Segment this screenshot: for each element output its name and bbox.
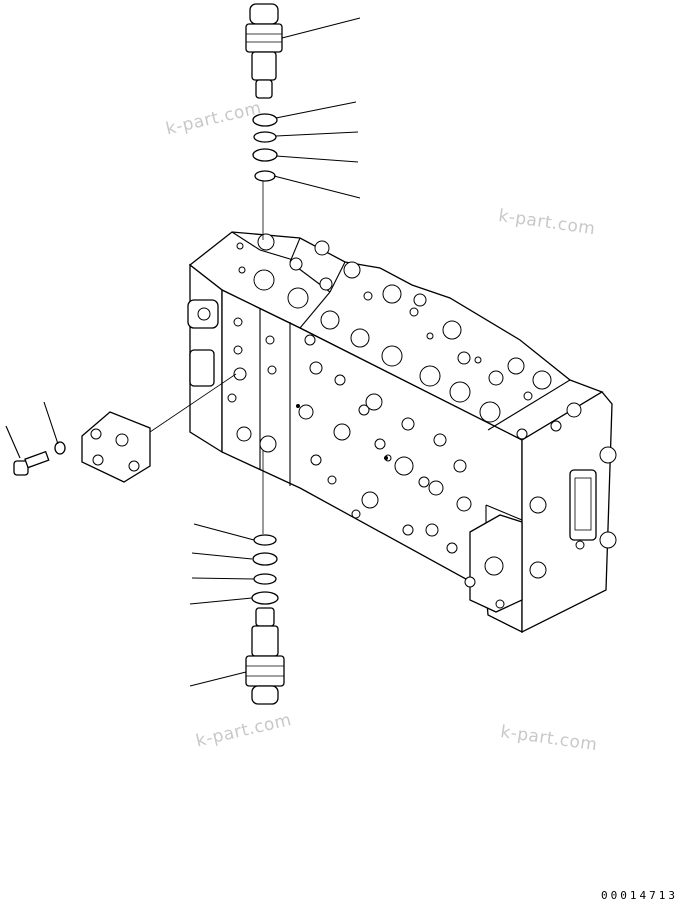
leader-lines xyxy=(5,17,361,687)
washer xyxy=(54,441,66,455)
side-cover-plate xyxy=(81,411,151,483)
cover-center-line xyxy=(149,373,237,433)
bolt xyxy=(13,450,50,476)
lower-relief-valve xyxy=(245,607,285,705)
control-valve-block xyxy=(187,231,617,634)
drawing-number: 00014713 xyxy=(601,889,678,902)
upper-o-rings xyxy=(252,113,278,182)
upper-relief-valve xyxy=(245,3,283,99)
top-face-ports xyxy=(236,233,582,440)
front-face-holes xyxy=(227,317,476,588)
lower-o-rings xyxy=(251,534,279,605)
